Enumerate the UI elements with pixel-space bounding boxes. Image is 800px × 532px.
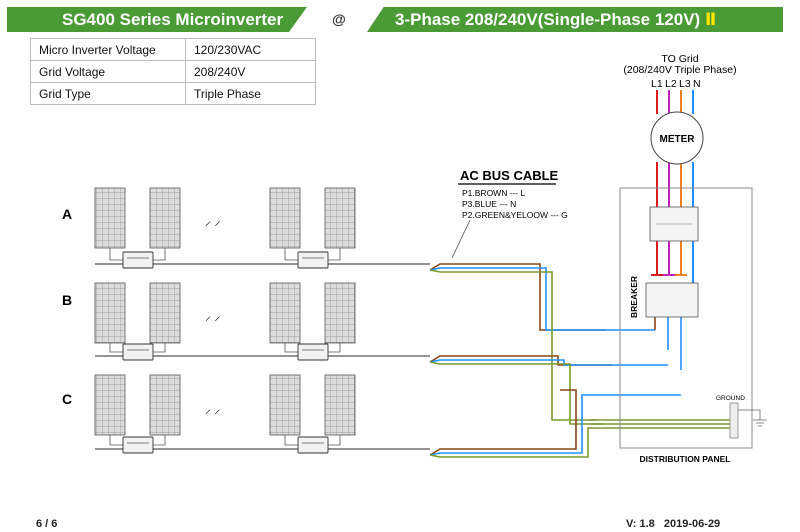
meter-label: METER xyxy=(660,134,696,145)
ac-bus-wire xyxy=(429,269,596,421)
panel-lead xyxy=(109,248,123,261)
ground-symbol xyxy=(738,409,767,427)
cable-pin-label: P1.BROWN --- L xyxy=(462,188,526,198)
ac-bus-wire xyxy=(429,267,655,331)
panel-lead xyxy=(284,248,298,261)
ac-bus-wire xyxy=(429,427,590,458)
spec-row: Micro Inverter Voltage 120/230VAC xyxy=(30,38,316,61)
grid-type-numeral: Ⅱ xyxy=(704,10,717,29)
distribution-panel-box xyxy=(619,187,753,449)
solar-panel xyxy=(324,187,356,249)
grid-type-title-text: 3-Phase 208/240V(Single-Phase 120V) xyxy=(395,10,701,29)
ground-bar xyxy=(729,402,739,439)
grid-title: TO Grid xyxy=(661,53,698,65)
panel-lead xyxy=(284,343,298,353)
grid-type-title: 3-Phase 208/240V(Single-Phase 120V) Ⅱ xyxy=(367,7,783,32)
spec-value: Triple Phase xyxy=(185,82,316,105)
spec-value: 120/230VAC xyxy=(185,38,316,61)
solar-panel xyxy=(269,282,301,344)
ac-bus-wire xyxy=(429,394,681,456)
branch-ellipsis: ⸝ ⸝ xyxy=(205,309,220,323)
panel-lead xyxy=(109,343,123,353)
page-number: 6 / 6 xyxy=(36,518,58,530)
panel-lead xyxy=(327,343,341,353)
cable-pin-label: P2.GREEN&YELOOW --- G xyxy=(462,210,568,220)
header-bar: SG400 Series Microinverter @ 3-Phase 208… xyxy=(7,7,783,32)
branch-label-a: A xyxy=(62,206,72,222)
ac-bus-wire xyxy=(429,361,604,425)
branches-layer xyxy=(94,187,430,454)
ac-bus-wire xyxy=(429,389,577,456)
connector-symbol: @ xyxy=(332,11,346,27)
microinverter xyxy=(297,251,329,269)
panel-lead xyxy=(109,435,123,446)
branch-ellipsis: ⸝ ⸝ xyxy=(205,214,220,228)
microinverter xyxy=(122,343,154,361)
spec-table: Micro Inverter Voltage 120/230VAC Grid V… xyxy=(30,38,316,105)
microinverter xyxy=(297,436,329,454)
solar-panel xyxy=(269,187,301,249)
version-date: V: 1.8 2019-06-29 xyxy=(626,518,721,530)
breaker-label: BREAKER xyxy=(629,276,639,318)
solar-panel xyxy=(149,374,181,436)
panel-lead xyxy=(152,343,166,353)
grid-phase-l2: L2 xyxy=(665,78,677,90)
meter-circle xyxy=(650,111,704,165)
cable-pointer xyxy=(451,219,471,259)
branch-label-b: B xyxy=(62,292,72,308)
solar-panel xyxy=(324,374,356,436)
product-title: SG400 Series Microinverter xyxy=(7,7,307,32)
ac-bus-wire xyxy=(429,359,668,366)
panel-lead xyxy=(327,435,341,446)
ac-bus-wire xyxy=(429,263,606,331)
cable-pin-label: P3.BLUE --- N xyxy=(462,199,516,209)
spec-row: Grid Type Triple Phase xyxy=(30,82,316,105)
microinverter xyxy=(122,251,154,269)
solar-panel xyxy=(149,282,181,344)
branch-breaker-block xyxy=(645,282,699,318)
solar-panel xyxy=(94,282,126,344)
grid-phase-n: N xyxy=(693,78,701,90)
solar-panel xyxy=(149,187,181,249)
panel-lead xyxy=(152,248,166,261)
microinverter xyxy=(122,436,154,454)
solar-panel xyxy=(269,374,301,436)
ground-label: GROUND xyxy=(716,395,745,402)
panel-lead xyxy=(152,435,166,446)
grid-subtitle: (208/240V Triple Phase) xyxy=(623,64,736,76)
branch-label-c: C xyxy=(62,391,72,407)
solar-panel xyxy=(324,282,356,344)
branch-ellipsis: ⸝ ⸝ xyxy=(205,402,220,416)
grid-phase-l3: L3 xyxy=(679,78,691,90)
grid-phase-l1: L1 xyxy=(651,78,663,90)
solar-panel xyxy=(94,374,126,436)
microinverter xyxy=(297,343,329,361)
panel-lead xyxy=(284,435,298,446)
spec-label: Micro Inverter Voltage xyxy=(30,38,186,61)
distribution-panel-label: DISTRIBUTION PANEL xyxy=(640,454,731,464)
solar-panel xyxy=(94,187,126,249)
ac-bus-cable-title: AC BUS CABLE xyxy=(460,168,559,183)
panel-lead xyxy=(327,248,341,261)
